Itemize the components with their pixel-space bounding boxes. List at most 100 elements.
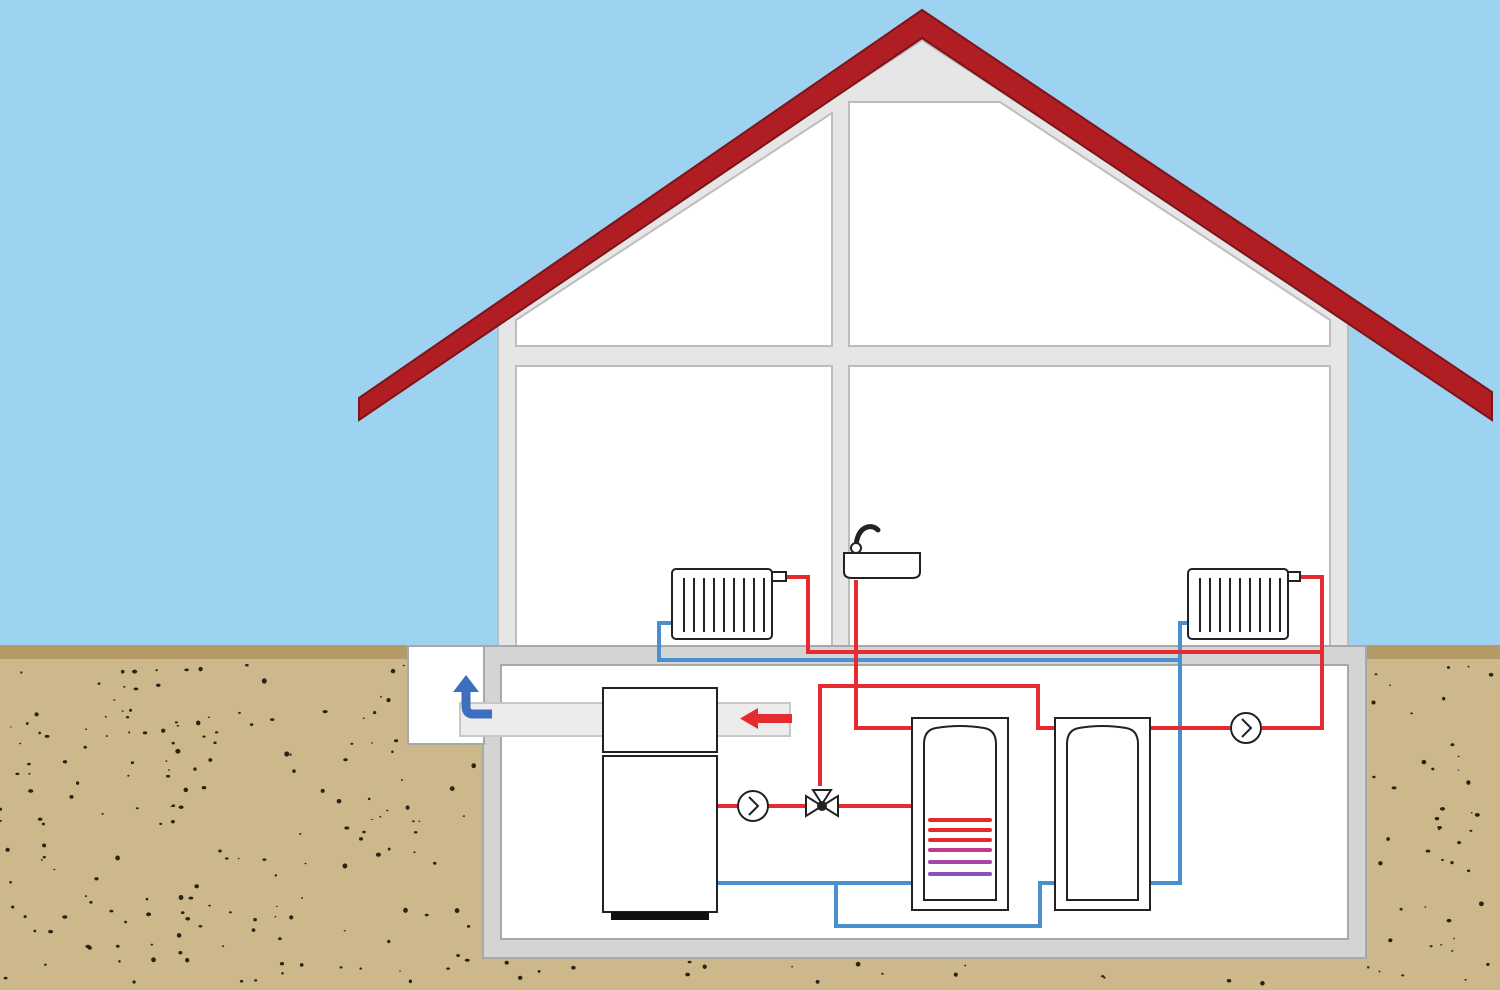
soil-speck bbox=[362, 717, 365, 719]
soil-speck bbox=[301, 897, 304, 899]
soil-speck bbox=[26, 762, 31, 766]
soil-speck bbox=[115, 855, 120, 861]
attic-room-left bbox=[515, 111, 833, 347]
soil-speck bbox=[124, 920, 128, 924]
soil-speck bbox=[278, 937, 282, 941]
soil-speck bbox=[1446, 666, 1451, 669]
soil-speck bbox=[1450, 950, 1454, 952]
soil-speck bbox=[386, 809, 389, 812]
soil-speck bbox=[1466, 869, 1471, 873]
soil-speck bbox=[1372, 775, 1376, 779]
soil-speck bbox=[42, 855, 46, 859]
soil-speck bbox=[1374, 673, 1378, 676]
soil-speck bbox=[238, 711, 241, 714]
soil-speck bbox=[208, 904, 212, 907]
soil-speck bbox=[370, 818, 373, 821]
soil-speck bbox=[185, 917, 191, 921]
soil-speck bbox=[1388, 938, 1393, 943]
soil-speck bbox=[1100, 975, 1105, 978]
soil-speck bbox=[1438, 828, 1441, 831]
soil-speck bbox=[343, 758, 348, 762]
soil-speck bbox=[1440, 944, 1443, 946]
soil-speck bbox=[109, 909, 114, 913]
soil-speck bbox=[194, 884, 200, 889]
soil-speck bbox=[274, 916, 277, 918]
soil-speck bbox=[1467, 665, 1470, 668]
soil-speck bbox=[276, 905, 278, 908]
soil-speck bbox=[1478, 901, 1484, 907]
soil-speck bbox=[386, 698, 391, 703]
soil-speck bbox=[1260, 981, 1265, 986]
soil-speck bbox=[1470, 811, 1473, 814]
soil-speck bbox=[1410, 712, 1413, 715]
soil-speck bbox=[44, 963, 47, 966]
soil-speck bbox=[391, 750, 394, 754]
soil-speck bbox=[94, 877, 99, 881]
soil-speck bbox=[371, 742, 373, 744]
soil-speck bbox=[130, 761, 134, 765]
soil-speck bbox=[1453, 937, 1455, 940]
soil-speck bbox=[40, 859, 43, 861]
soil-speck bbox=[75, 781, 80, 785]
soil-speck bbox=[9, 726, 12, 728]
soil-speck bbox=[350, 742, 354, 745]
soil-speck bbox=[89, 900, 93, 904]
soil-speck bbox=[964, 964, 967, 967]
hot-water-storage-tank bbox=[911, 717, 1009, 911]
soil-speck bbox=[424, 913, 429, 917]
soil-speck bbox=[1437, 826, 1442, 830]
soil-speck bbox=[1425, 849, 1431, 853]
soil-speck bbox=[299, 963, 304, 967]
attic-room-right bbox=[848, 101, 1331, 347]
soil-speck bbox=[178, 951, 183, 955]
soil-speck bbox=[69, 795, 74, 799]
circulation-pump bbox=[1230, 712, 1262, 744]
soil-speck bbox=[359, 967, 362, 970]
soil-speck bbox=[15, 772, 20, 776]
soil-speck bbox=[20, 671, 23, 674]
soil-speck bbox=[195, 720, 201, 726]
soil-speck bbox=[402, 664, 405, 667]
soil-speck bbox=[1366, 966, 1370, 969]
soil-speck bbox=[34, 712, 39, 717]
soil-speck bbox=[97, 682, 101, 685]
soil-speck bbox=[1378, 861, 1383, 866]
soil-speck bbox=[228, 911, 232, 914]
soil-speck bbox=[399, 970, 401, 972]
soil-speck bbox=[855, 961, 861, 967]
soil-speck bbox=[101, 812, 104, 815]
soil-speck bbox=[156, 683, 161, 687]
soil-speck bbox=[1488, 672, 1494, 677]
soil-speck bbox=[449, 786, 455, 791]
soil-speck bbox=[218, 849, 222, 853]
soil-speck bbox=[142, 731, 148, 735]
soil-speck bbox=[702, 964, 707, 969]
soil-speck bbox=[1226, 979, 1232, 983]
soil-speck bbox=[413, 831, 418, 834]
soil-speck bbox=[1457, 755, 1460, 758]
heat-pump-unit bbox=[602, 687, 718, 920]
soil-speck bbox=[411, 820, 415, 823]
soil-speck bbox=[53, 868, 56, 871]
soil-speck bbox=[380, 695, 382, 698]
soil-speck bbox=[3, 976, 8, 980]
soil-speck bbox=[11, 905, 15, 909]
soil-speck bbox=[403, 907, 408, 913]
soil-speck bbox=[279, 961, 285, 966]
soil-speck bbox=[456, 954, 460, 957]
soil-speck bbox=[48, 929, 54, 934]
soil-speck bbox=[1442, 696, 1446, 701]
soil-speck bbox=[367, 797, 371, 801]
soil-speck bbox=[121, 710, 124, 712]
soil-speck bbox=[1386, 837, 1390, 841]
soil-speck bbox=[244, 664, 249, 667]
soil-speck bbox=[170, 805, 173, 808]
soil-speck bbox=[343, 930, 346, 932]
soil-speck bbox=[881, 972, 884, 975]
soil-speck bbox=[1450, 861, 1454, 865]
soil-speck bbox=[400, 779, 403, 781]
soil-speck bbox=[33, 929, 37, 933]
radiator bbox=[1187, 568, 1301, 640]
soil-speck bbox=[113, 699, 116, 701]
soil-speck bbox=[171, 804, 176, 808]
